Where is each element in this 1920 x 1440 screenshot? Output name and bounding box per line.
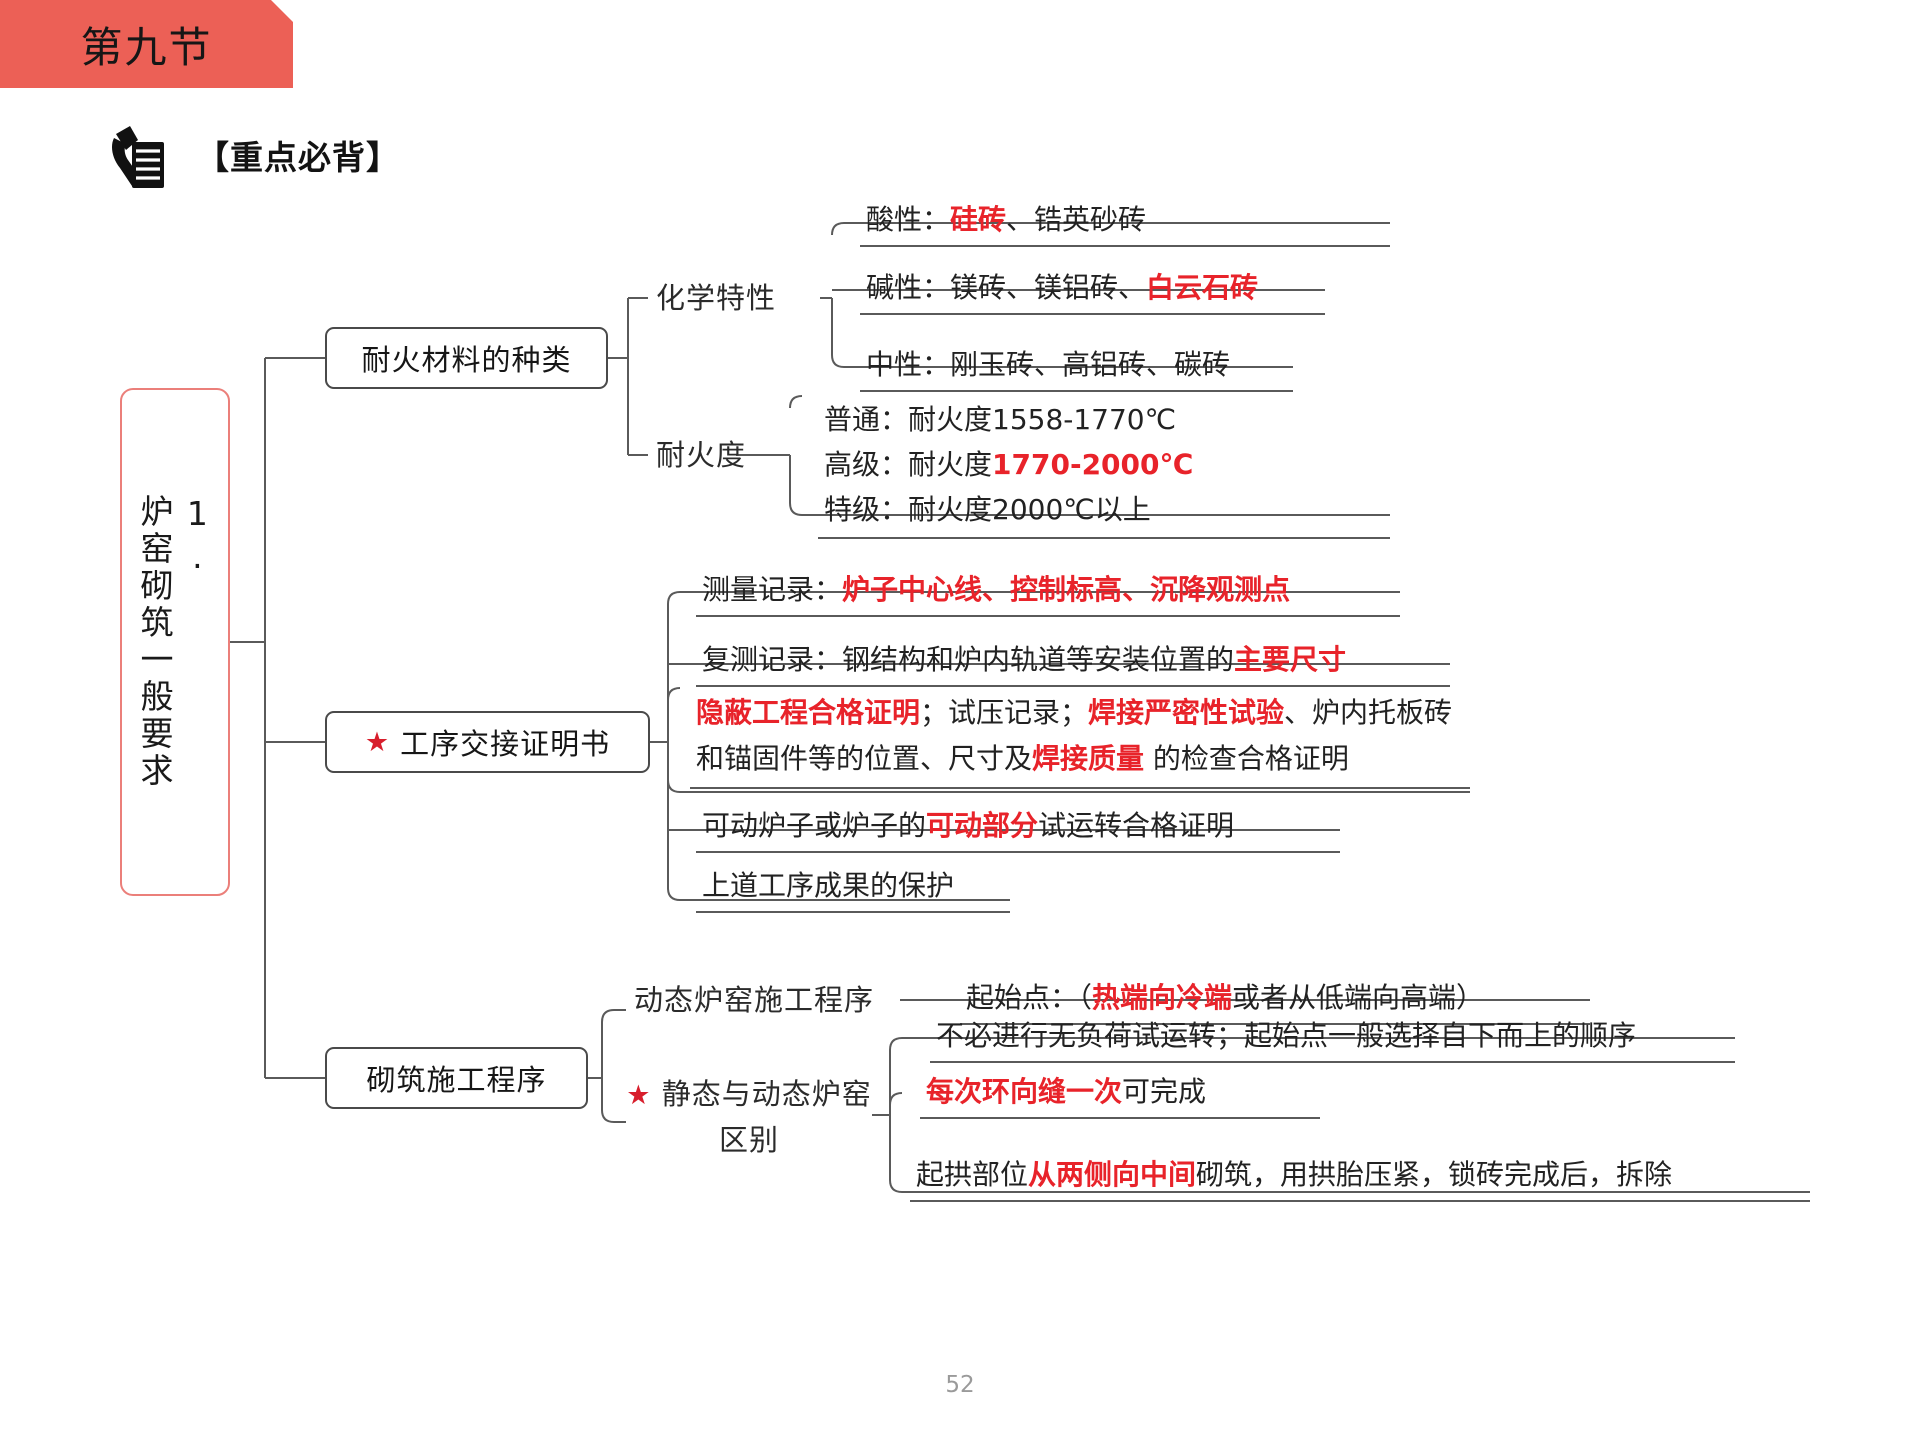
leaf-concealed-works[interactable]: 隐蔽工程合格证明；试压记录；焊接严密性试验、炉内托板砖和锚固件等的位置、尺寸及焊… xyxy=(690,690,1470,789)
leaf-no-noload-trial[interactable]: 不必进行无负荷试运转；起始点一般选择自下而上的顺序 xyxy=(930,1016,1735,1063)
leaf-neutral[interactable]: 中性：刚玉砖、高铝砖、碳砖 xyxy=(860,345,1293,392)
leaf-recheck-record[interactable]: 复测记录：钢结构和炉内轨道等安装位置的主要尺寸 xyxy=(696,640,1450,687)
leaf-acidic[interactable]: 酸性：硅砖、锆英砂砖 xyxy=(860,200,1390,247)
section-banner xyxy=(0,0,293,88)
leaf-special: 特级：耐火度2000℃以上 xyxy=(824,493,1151,526)
label-refractoriness[interactable]: 耐火度 xyxy=(656,438,747,472)
label-dynamic-kiln-procedure[interactable]: 动态炉窑施工程序 xyxy=(634,983,875,1017)
root-node[interactable]: 1. 炉窑砌筑一般要求 xyxy=(120,388,230,896)
star-icon: ★ xyxy=(364,726,391,758)
section-banner-label: 第九节 xyxy=(80,22,213,72)
leaf-ring-seam-once[interactable]: 每次环向缝一次可完成 xyxy=(920,1072,1320,1119)
star-icon: ★ xyxy=(626,1080,652,1111)
leaf-ordinary: 普通：耐火度1558-1770℃ xyxy=(824,403,1177,436)
page-number: 52 xyxy=(945,1372,975,1398)
key-point-title: 【重点必背】 xyxy=(196,138,400,177)
hand-pointing-list-icon xyxy=(108,124,170,192)
leaf-advanced: 高级：耐火度1770-2000℃ xyxy=(824,448,1194,481)
node-process-handover-certificate[interactable]: ★ 工序交接证明书 xyxy=(325,711,650,773)
label-static-vs-dynamic-kiln-text: 静态与动态炉窑区别 xyxy=(661,1077,872,1157)
node-refractory-types[interactable]: 耐火材料的种类 xyxy=(325,327,608,389)
leaf-refractoriness-block[interactable]: 普通：耐火度1558-1770℃ 高级：耐火度1770-2000℃ 特级：耐火度… xyxy=(818,397,1390,539)
node-refractory-types-label: 耐火材料的种类 xyxy=(361,343,572,377)
label-static-vs-dynamic-kiln[interactable]: ★ 静态与动态炉窑区别 xyxy=(626,1072,872,1162)
leaf-measurement-record[interactable]: 测量记录：炉子中心线、控制标高、沉降观测点 xyxy=(696,570,1400,617)
leaf-movable-furnace-trial[interactable]: 可动炉子或炉子的可动部分试运转合格证明 xyxy=(696,806,1340,853)
leaf-basic[interactable]: 碱性：镁砖、镁铝砖、白云石砖 xyxy=(860,268,1325,315)
leaf-arch-springing[interactable]: 起拱部位从两侧向中间砌筑，用拱胎压紧，锁砖完成后，拆除 xyxy=(910,1155,1810,1202)
node-masonry-construction-procedure-label: 砌筑施工程序 xyxy=(366,1063,547,1097)
label-chemical-properties[interactable]: 化学特性 xyxy=(656,281,777,315)
node-process-handover-certificate-label: 工序交接证明书 xyxy=(400,727,611,761)
leaf-previous-process-protection[interactable]: 上道工序成果的保护 xyxy=(696,866,1010,913)
leaf-starting-point[interactable]: 起始点：（热端向冷端或者从低端向高端） xyxy=(960,978,1590,1025)
node-masonry-construction-procedure[interactable]: 砌筑施工程序 xyxy=(325,1047,588,1109)
root-node-label: 1. 炉窑砌筑一般要求 xyxy=(135,494,217,790)
